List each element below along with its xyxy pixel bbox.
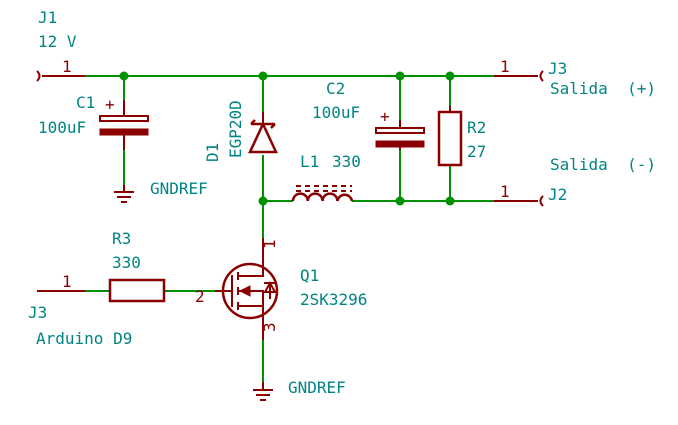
junction-dot <box>258 196 268 206</box>
junctions <box>119 71 455 206</box>
connector-j3-input[interactable]: 1 J3 Arduino D9 <box>28 272 132 348</box>
connector-j2[interactable]: 1 J2 Salida (-) <box>494 155 656 207</box>
connector-j1-value: 12 V <box>38 32 77 51</box>
wires <box>85 75 494 382</box>
resistor-r3-ref: R3 <box>112 229 131 248</box>
connector-j3-input-ref: J3 <box>28 303 47 322</box>
ground-label-1: GNDREF <box>150 179 208 198</box>
capacitor-c2-value: 100uF <box>312 103 360 122</box>
mosfet-q1-ref: Q1 <box>300 266 319 285</box>
capacitor-c1-plate-positive <box>99 115 149 122</box>
mosfet-q1-pin-drain: 1 <box>260 239 279 249</box>
connector-j2-ref: J2 <box>548 185 567 204</box>
diode-d1-ref: D1 <box>203 143 222 162</box>
inductor-l1-coil <box>291 192 354 202</box>
resistor-r2-ref: R2 <box>467 118 486 137</box>
inductor-l1-value: 330 <box>332 152 361 171</box>
resistor-r2-body <box>437 110 463 167</box>
capacitor-c2-plate-positive <box>375 127 425 134</box>
capacitor-c1[interactable]: + C1 100uF <box>38 93 149 150</box>
capacitor-c2-polarity: + <box>380 107 390 126</box>
connector-j3-output-pin <box>494 70 544 82</box>
capacitor-c2[interactable]: + C2 100uF <box>312 79 425 150</box>
junction-dot <box>445 71 455 81</box>
ground-symbol-1: GNDREF <box>114 179 208 203</box>
connector-j1-pin-number: 1 <box>62 57 72 76</box>
capacitor-c1-ref: C1 <box>76 93 95 112</box>
ground-symbol-1-lines <box>114 185 134 203</box>
capacitor-c1-polarity: + <box>105 95 115 114</box>
ground-symbol-2: GNDREF <box>253 378 346 401</box>
connector-j1-pin <box>36 70 85 82</box>
connector-j3-output-ref: J3 <box>548 59 567 78</box>
connector-j2-label: Salida (-) <box>550 155 656 174</box>
mosfet-q1-gate <box>215 275 233 307</box>
connector-j2-pin-number: 1 <box>500 182 510 201</box>
mosfet-q1-value: 2SK3296 <box>300 290 367 309</box>
diode-d1-triangle <box>248 121 278 154</box>
junction-dot <box>395 71 405 81</box>
inductor-l1-ref: L1 <box>300 152 319 171</box>
connector-j1[interactable]: 1 J1 12 V <box>36 8 85 82</box>
connector-j3-input-label: Arduino D9 <box>36 329 132 348</box>
junction-dot <box>119 71 129 81</box>
capacitor-c2-plate-negative <box>375 140 425 148</box>
connector-j1-ref: J1 <box>38 8 57 27</box>
resistor-r3-value: 330 <box>112 253 141 272</box>
mosfet-q1[interactable]: 1 2 3 Q1 2SK3296 <box>195 238 367 340</box>
mosfet-q1-drain-lead <box>238 238 264 277</box>
connector-j3-output-label: Salida (+) <box>550 79 656 98</box>
diode-d1-value: EGP20D <box>226 100 245 158</box>
inductor-l1[interactable]: L1 330 <box>291 152 361 202</box>
mosfet-q1-body-diode <box>263 280 277 299</box>
ground-symbol-2-lines <box>253 382 273 401</box>
mosfet-q1-arrow <box>238 285 251 297</box>
connector-j3-input-pin-number: 1 <box>62 272 72 291</box>
connector-j3-output-pin-number: 1 <box>500 57 510 76</box>
resistor-r3[interactable]: R3 330 <box>108 229 166 303</box>
inductor-l1-core <box>296 185 352 192</box>
capacitor-c1-value: 100uF <box>38 118 86 137</box>
junction-dot <box>445 196 455 206</box>
resistor-r2[interactable]: R2 27 <box>437 106 486 167</box>
resistor-r3-body <box>108 278 166 303</box>
junction-dot <box>258 71 268 81</box>
mosfet-q1-pin-source: 3 <box>260 322 279 332</box>
connector-j2-pin <box>494 195 544 207</box>
junction-dot <box>395 196 405 206</box>
mosfet-q1-pin-gate: 2 <box>195 287 205 306</box>
capacitor-c2-ref: C2 <box>326 79 345 98</box>
capacitor-c1-plate-negative <box>99 128 149 136</box>
resistor-r2-value: 27 <box>467 142 486 161</box>
connector-j3-output[interactable]: 1 J3 Salida (+) <box>494 57 656 98</box>
ground-label-2: GNDREF <box>288 378 346 397</box>
diode-d1[interactable]: EGP20D D1 <box>203 100 278 162</box>
